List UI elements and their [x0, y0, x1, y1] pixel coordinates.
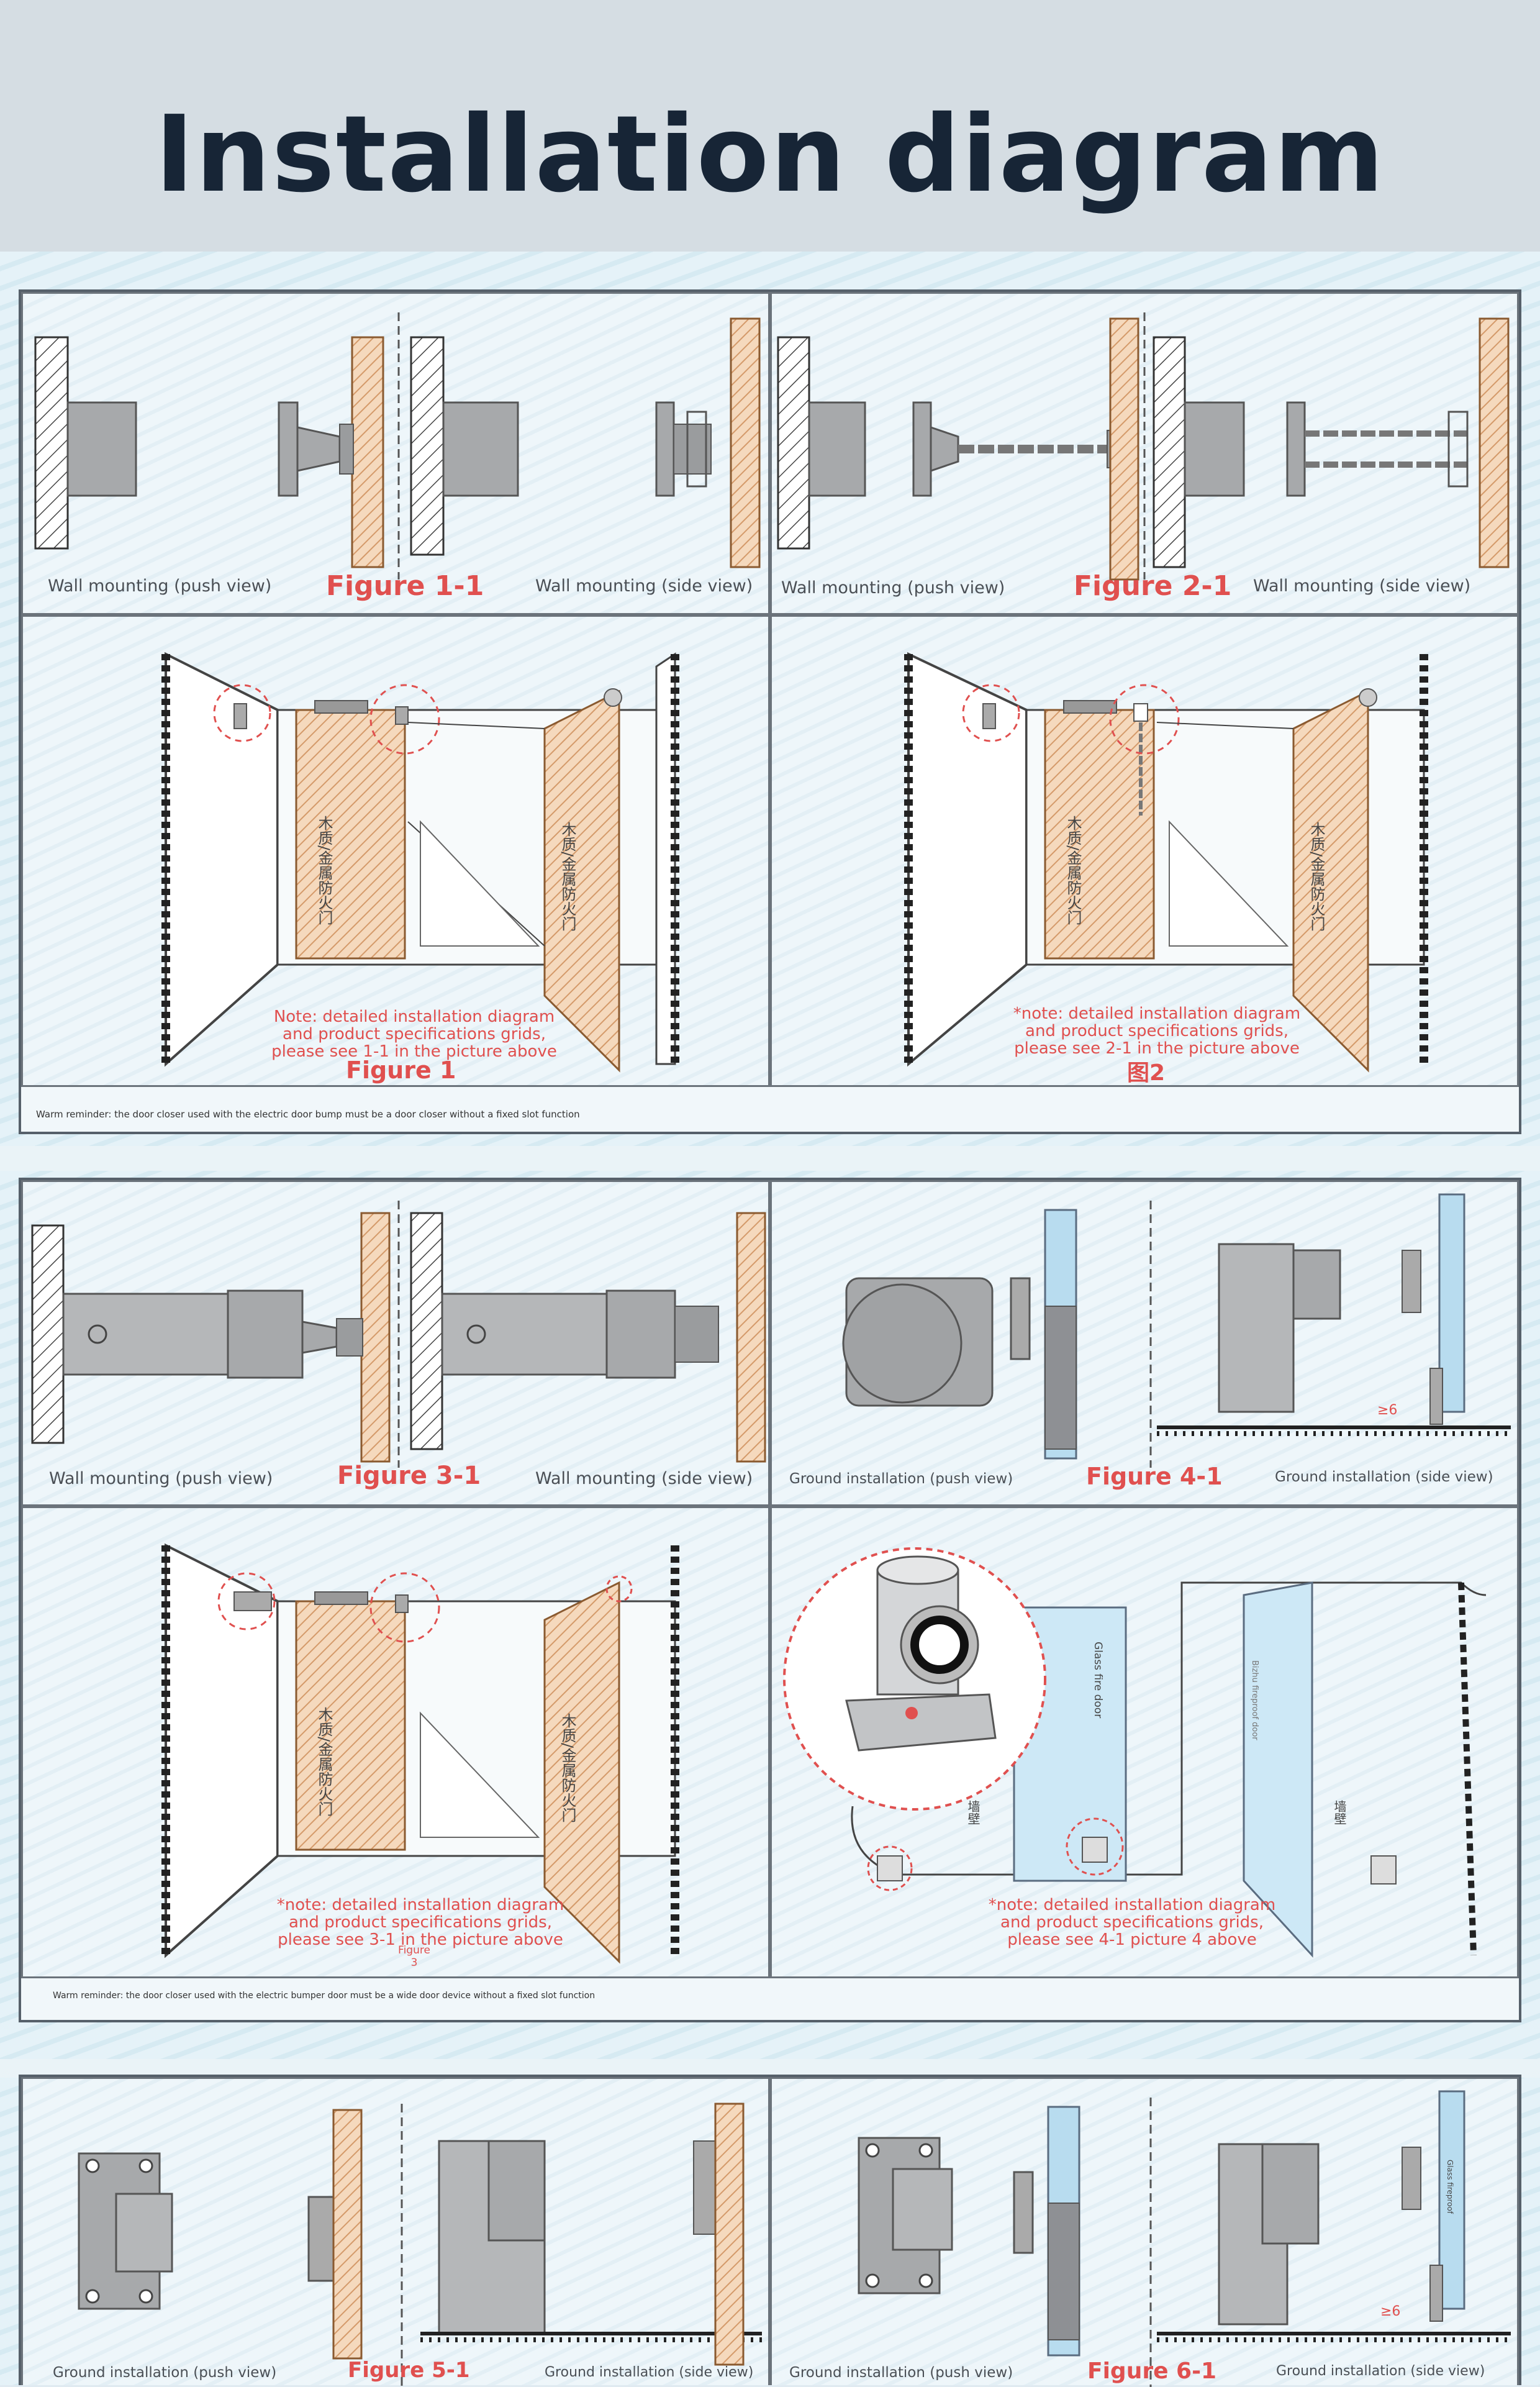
figure-3-sub-label: Figure 3: [398, 1944, 430, 1969]
figure-2-1-name: Figure 2-1: [1074, 570, 1232, 602]
figure-4-drawing: [783, 1547, 1487, 1958]
figure-3-note: *note: detailed installation diagram and…: [276, 1896, 564, 1949]
figure-4-1-left-label: Ground installation (push view): [789, 1471, 1013, 1487]
figure-5-1-drawing: [78, 2103, 762, 2387]
figure-2-note: *note: detailed installation diagram and…: [1013, 1004, 1301, 1058]
figure-4-1-name: Figure 4-1: [1086, 1463, 1223, 1490]
figure-3-1-cell: Wall mounting (push view) Figure 3-1 Wal…: [21, 1180, 770, 1506]
figure-4-glass-door-label: Glass fire door: [1092, 1642, 1104, 1719]
figure-4-1-right-label: Ground installation (side view): [1275, 1469, 1493, 1485]
figure-4-note: *note: detailed installation diagram and…: [988, 1896, 1276, 1949]
figure-1-1-name: Figure 1-1: [326, 570, 484, 602]
figure-6-1-glass-label: Glass fireproof: [1446, 2160, 1454, 2214]
spacer-1: [0, 1146, 1540, 1171]
figure-1-name: Figure 1: [346, 1057, 456, 1084]
figure-3-door-label-2: 木质/金属防火门: [559, 1713, 576, 1823]
figure-1-door-label-2: 木质/金属防火门: [559, 822, 576, 932]
figure-5-1-name: Figure 5-1: [348, 2358, 470, 2383]
figure-6-1-cell: Glass fireproof Ground installation (pus…: [770, 2077, 1519, 2387]
header-banner: Installation diagram: [0, 0, 1540, 252]
figure-3-drawing: [161, 1543, 679, 1964]
figure-4-1-cell: Ground installation (push view) Figure 4…: [770, 1180, 1519, 1506]
figure-3-1-left-label: Wall mounting (push view): [49, 1469, 273, 1488]
figure-4-wall-label: 墙壁: [966, 1800, 981, 1825]
figure-3-cell: 木质/金属防火门 木质/金属防火门 *note: detailed instal…: [21, 1506, 770, 1978]
figure-2-door-label: 木质/金属防火门: [1064, 816, 1082, 925]
figure-1-1-drawing: [34, 312, 761, 580]
figure-5-1-cell: Ground installation (push view) Figure 5…: [21, 2077, 770, 2387]
figure-3-1-name: Figure 3-1: [337, 1462, 481, 1490]
figure-4-cell: Glass fire door Bizhu fireproof door 墙壁 …: [770, 1506, 1519, 1978]
figure-2-door-label-2: 木质/金属防火门: [1308, 822, 1325, 932]
figure-1-drawing: [161, 652, 679, 1073]
figure-2-1-cell: Wall mounting (push view) Figure 2-1 Wal…: [770, 292, 1519, 615]
figure-5-1-left-label: Ground installation (push view): [53, 2365, 277, 2381]
figure-2-cell: 木质/金属防火门 木质/金属防火门 *note: detailed instal…: [770, 615, 1519, 1087]
figure-1-cell: 木质/金属防火门 木质/金属防火门 Note: detailed install…: [21, 615, 770, 1087]
figure-4-1-gap-mark: ≥6: [1377, 1403, 1398, 1418]
figure-3-1-drawing: [31, 1201, 766, 1468]
figure-4-bizhu-label: Bizhu fireproof door: [1250, 1660, 1259, 1740]
figure-1-1-cell: Wall mounting (push view) Figure 1-1 Wal…: [21, 292, 770, 615]
figure-6-1-drawing: [858, 2090, 1511, 2387]
figure-6-1-right-label: Ground installation (side view): [1276, 2363, 1485, 2379]
figure-2-drawing: [904, 652, 1428, 1073]
figure-4-wall-label-2: 墙壁: [1332, 1800, 1347, 1825]
figure-6-1-gap-mark: ≥6: [1380, 2304, 1401, 2319]
figure-1-1-right-label: Wall mounting (side view): [535, 576, 753, 596]
figure-5-1-right-label: Ground installation (side view): [545, 2365, 754, 2380]
figure-1-door-label: 木质/金属防火门: [315, 816, 333, 925]
figure-3-door-label: 木质/金属防火门: [315, 1707, 333, 1817]
figure-1-note: Note: detailed installation diagram and …: [271, 1007, 557, 1061]
figure-6-1-name: Figure 6-1: [1087, 2358, 1217, 2384]
figure-1-1-left-label: Wall mounting (push view): [48, 576, 272, 596]
figure-4-1-drawing: [842, 1193, 1511, 1468]
section-1-warning: Warm reminder: the door closer used with…: [36, 1109, 580, 1120]
figure-2-name: 图2: [1127, 1060, 1166, 1086]
section-2-warning: Warm reminder: the door closer used with…: [53, 1991, 596, 2001]
figure-2-1-drawing: [777, 312, 1510, 581]
figure-2-1-right-label: Wall mounting (side view): [1253, 576, 1471, 596]
figure-2-1-left-label: Wall mounting (push view): [781, 578, 1005, 598]
page-title: Installation diagram: [155, 93, 1385, 216]
figure-6-1-left-label: Ground installation (push view): [789, 2365, 1013, 2381]
figure-3-1-right-label: Wall mounting (side view): [535, 1469, 753, 1488]
